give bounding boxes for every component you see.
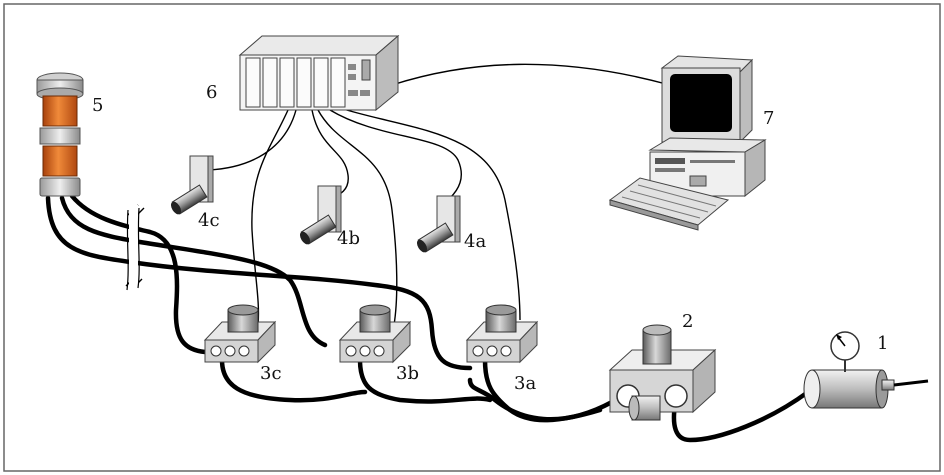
service-port-right [664,384,688,408]
plc-led [348,90,358,96]
service-outlet-end [628,395,640,421]
keyboard-keys [629,190,709,213]
plc-switch [361,59,371,81]
valve-port [238,345,250,357]
line-5-c [69,193,208,355]
valve-port [345,345,357,357]
line-5-b [59,195,328,348]
valve-3c [203,304,277,364]
pc-drive [655,168,685,172]
label-1: 1 [877,333,888,354]
sensor-bracket-side [335,185,342,233]
pc-drive [655,158,685,164]
label-4a: 4a [464,231,486,252]
line-5-a [45,195,473,371]
label-6: 6 [206,82,217,103]
plc-module-2 [262,57,278,108]
compressor [803,331,929,409]
sensor-4b [299,185,342,245]
break-edges [126,207,140,291]
break-edge-left [126,209,129,291]
valve-3b [338,304,412,364]
pneumatic-lines [45,193,811,443]
valve-solenoid-top [359,304,391,316]
compressor-tank-end [803,369,821,409]
valve-port [210,345,222,357]
plc-module-4 [296,57,312,108]
compressor-tank [811,369,883,409]
label-7: 7 [763,108,774,129]
monitor-side [739,58,753,144]
plc-led [348,74,356,80]
line-2-to-3b [357,357,493,404]
line-2-to-3c [219,357,368,403]
break-edge-right [137,207,140,289]
label-4b: 4b [337,228,360,249]
label-4c: 4c [198,210,220,231]
supply-line-1-to-2 [671,389,811,443]
keyboard-keys [637,184,717,207]
sensor-4a [416,195,461,253]
signal-tower [36,72,84,197]
pc-vent [690,160,735,163]
valve-solenoid-top [227,304,259,316]
monitor-screen [670,74,732,132]
wire-4c [207,109,297,171]
valve-port [224,345,236,357]
signal-wires [207,63,671,326]
valve-port [359,345,371,357]
service-unit [608,324,717,421]
compressor-nozzle [881,379,895,391]
valve-solenoid-top [485,304,517,316]
compressor-outlet-pipe [893,379,929,387]
valve-3a [465,304,539,364]
label-3a: 3a [514,373,536,394]
service-unit-cylinder [642,329,672,365]
label-3b: 3b [396,363,419,384]
tower-light-lower [42,145,78,177]
break-gap [129,205,138,293]
valve-port [486,345,498,357]
tower-base [39,177,81,197]
sensor-bracket-side [454,195,461,243]
plc-to-computer-wire [391,63,671,86]
sensor-bracket-side [207,155,214,203]
plc-led [360,90,370,96]
sensor-4c [170,155,214,215]
valve-port [373,345,385,357]
sensor-tip [299,231,311,245]
service-unit-cylinder-top [642,324,672,336]
sensor-tip [170,201,182,215]
plc-module-3 [279,57,295,108]
computer [608,55,767,231]
label-5: 5 [92,95,103,116]
plc-module-6 [330,57,346,108]
label-2: 2 [682,311,693,332]
plc-module-1 [245,57,261,108]
tower-ring [39,127,81,145]
sensor-tip [416,239,428,253]
wire-3c [251,109,289,326]
wire-3b [317,109,398,326]
line-2-to-3a-b [482,357,603,423]
pc-button [689,175,707,187]
tower-light-upper [42,95,78,127]
gauge-needle-tip [836,334,842,340]
wire-4a [329,109,462,199]
plc-led [348,64,356,70]
valve-port [472,345,484,357]
keyboard-keys [621,196,701,219]
valve-port [500,345,512,357]
labels: 1 2 3a 3b 3c 4a 4b 4c 5 6 7 [92,82,888,394]
plc-top [238,35,400,56]
plc-module-5 [313,57,329,108]
break-gaps [129,205,138,293]
wire-3a [339,107,521,321]
plc-rack [238,34,400,112]
label-3c: 3c [260,363,282,384]
keyboard-edge [609,199,699,231]
